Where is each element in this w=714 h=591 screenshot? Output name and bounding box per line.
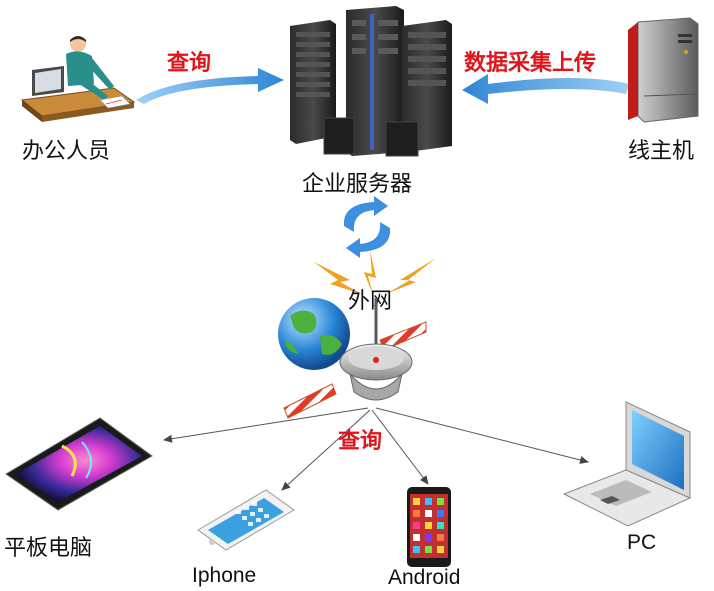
arrow-from-host (462, 74, 630, 104)
office-staff-label: 办公人员 (22, 139, 111, 164)
arrow-to-server (136, 68, 284, 104)
iphone-label: Iphone (192, 564, 257, 587)
globe-icon (278, 298, 350, 370)
pc-label: PC (627, 531, 657, 554)
internet-label: 外网 (348, 289, 393, 314)
upload-label: 数据采集上传 (464, 51, 597, 76)
signal-bolts-icon (314, 250, 436, 298)
server-label: 企业服务器 (302, 172, 413, 197)
android-phone-icon (407, 487, 451, 567)
server-rack-icon (290, 6, 452, 157)
tablet-icon (5, 417, 153, 511)
query-bottom-label: 查询 (338, 429, 383, 454)
host-machine-icon (628, 17, 699, 123)
line-host-label: 线主机 (628, 139, 695, 164)
laptop-icon (562, 401, 692, 527)
tablet-label: 平板电脑 (4, 536, 93, 561)
iphone-icon (197, 489, 295, 551)
query-top-label: 查询 (167, 51, 212, 76)
office-worker-icon (20, 36, 136, 122)
android-label: Android (388, 566, 461, 589)
sync-arrows-icon (343, 196, 391, 258)
antenna-dish-icon (339, 298, 413, 401)
